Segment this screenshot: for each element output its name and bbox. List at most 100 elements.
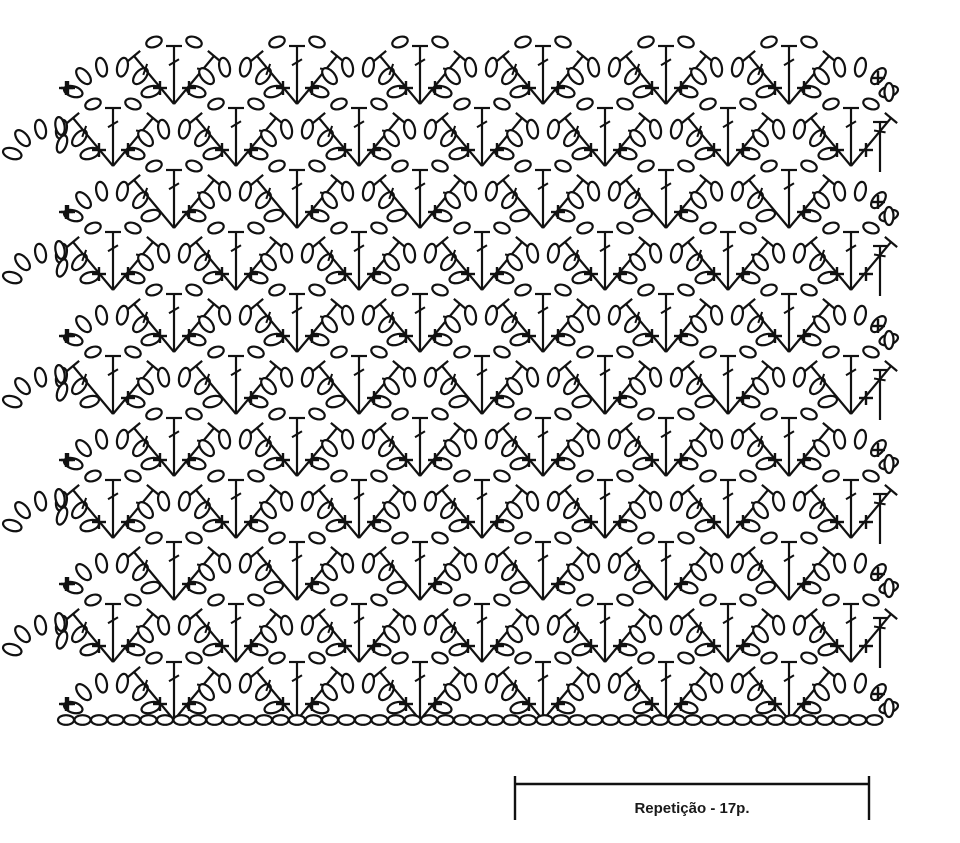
- chain-stitch: [370, 469, 388, 483]
- double-crochet: [412, 660, 428, 720]
- chain-stitch: [287, 714, 307, 726]
- double-crochet: [843, 230, 859, 290]
- chain-stitch: [453, 345, 471, 359]
- chain-stitch: [567, 563, 584, 582]
- double-crochet: [681, 236, 729, 291]
- chain-stitch: [194, 129, 211, 148]
- shell-fan: [435, 469, 529, 539]
- chain-stitch: [586, 56, 601, 78]
- single-crochet-mark: [461, 639, 475, 653]
- chain-stitch: [340, 552, 355, 574]
- chain-stitch: [268, 531, 286, 545]
- chain-stitch: [255, 683, 272, 702]
- chain-stitch: [340, 180, 355, 202]
- single-crochet-mark: [92, 639, 106, 653]
- double-crochet: [535, 540, 551, 600]
- chain-stitch: [308, 407, 326, 421]
- chain-stitch: [792, 242, 807, 264]
- shell-fan: [312, 469, 406, 539]
- chain-stitch: [739, 593, 757, 607]
- double-crochet: [597, 230, 613, 290]
- shell-fan: [496, 35, 590, 105]
- shell-fan: [189, 97, 283, 167]
- chain-stitch: [198, 67, 215, 86]
- chain-arch: [739, 490, 839, 533]
- chain-stitch: [268, 159, 286, 173]
- chain-stitch: [677, 531, 695, 545]
- chain-stitch: [124, 469, 142, 483]
- single-crochet-mark: [305, 453, 319, 467]
- chain-stitch: [484, 180, 499, 202]
- single-crochet-mark: [613, 267, 627, 281]
- double-crochet: [619, 298, 667, 353]
- shell-fan: [250, 283, 344, 353]
- double-crochet: [535, 168, 551, 228]
- single-crochet-mark: [182, 81, 196, 95]
- chain-stitch: [883, 697, 895, 719]
- single-crochet-mark: [736, 143, 750, 157]
- edge-stitch: [873, 120, 887, 172]
- double-crochet: [658, 292, 674, 352]
- double-crochet: [742, 546, 790, 601]
- chain-stitch: [586, 428, 601, 450]
- chain-stitch: [709, 428, 724, 450]
- chain-stitch: [800, 531, 818, 545]
- chain-stitch: [383, 129, 400, 148]
- chain-stitch: [137, 377, 154, 396]
- single-crochet-mark: [490, 143, 504, 157]
- double-crochet: [250, 174, 298, 229]
- chain-stitch: [132, 191, 149, 210]
- chain-stitch: [493, 469, 511, 483]
- chain-stitch: [156, 366, 171, 388]
- chain-stitch: [862, 97, 880, 111]
- single-crochet-mark: [461, 267, 475, 281]
- double-crochet: [496, 422, 544, 477]
- chain-stitch: [506, 625, 523, 644]
- chain-stitch: [391, 407, 409, 421]
- chain-stitch: [862, 345, 880, 359]
- chain-stitch: [453, 97, 471, 111]
- double-crochet: [373, 50, 421, 105]
- chain-stitch: [54, 116, 66, 136]
- chain-stitch: [75, 315, 92, 334]
- chain-stitch: [771, 490, 786, 512]
- chain-arch: [554, 180, 654, 223]
- chain-stitch: [747, 315, 764, 334]
- double-crochet: [127, 666, 175, 721]
- chain-stitch: [198, 439, 215, 458]
- single-crochet-mark: [92, 143, 106, 157]
- single-crochet-mark: [674, 577, 688, 591]
- chain-stitch: [132, 67, 149, 86]
- chain-arch: [370, 614, 470, 657]
- chain-stitch: [308, 159, 326, 173]
- double-crochet: [558, 360, 606, 415]
- single-crochet-mark: [584, 639, 598, 653]
- chain-stitch: [115, 304, 130, 326]
- double-crochet: [105, 354, 121, 414]
- single-crochet-mark: [153, 453, 167, 467]
- chain-stitch: [506, 501, 523, 520]
- chain-stitch: [71, 377, 88, 396]
- chain-arch: [185, 304, 285, 347]
- chain-stitch: [567, 315, 584, 334]
- chain-stitch: [453, 469, 471, 483]
- double-crochet: [850, 608, 898, 663]
- chain-stitch: [690, 191, 707, 210]
- chain-stitch: [217, 304, 232, 326]
- chain-stitch: [156, 242, 171, 264]
- chain-stitch: [771, 614, 786, 636]
- chain-stitch: [156, 118, 171, 140]
- single-crochet-mark: [461, 515, 475, 529]
- double-crochet: [742, 174, 790, 229]
- chain-stitch: [809, 625, 826, 644]
- chain-stitch: [739, 221, 757, 235]
- chain-stitch: [637, 407, 655, 421]
- chain-stitch: [690, 315, 707, 334]
- chain-stitch: [444, 563, 461, 582]
- chain-stitch: [300, 242, 315, 264]
- double-crochet: [681, 608, 729, 663]
- shell-fan: [619, 159, 713, 229]
- double-crochet: [742, 298, 790, 353]
- chain-stitch: [632, 208, 654, 223]
- chain-stitch: [514, 35, 532, 49]
